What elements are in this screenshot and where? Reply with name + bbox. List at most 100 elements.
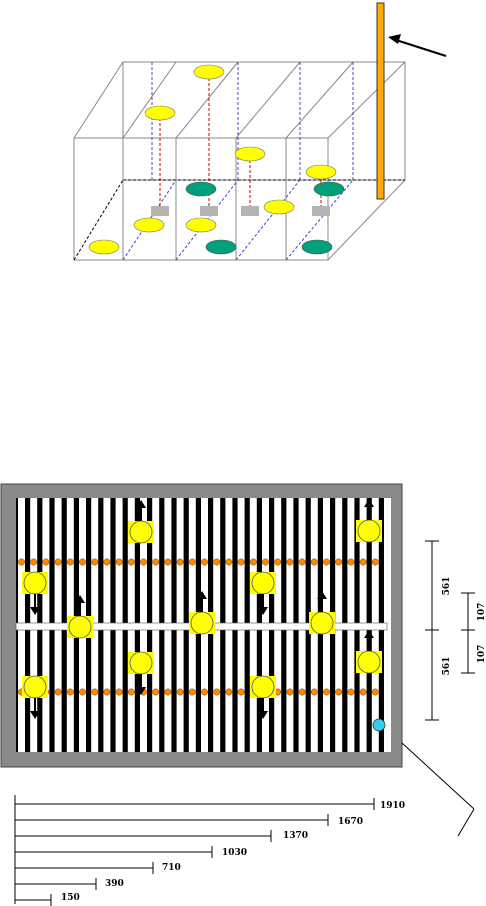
leader-line: [458, 809, 474, 836]
sensor-block: [312, 206, 330, 216]
orange-dot: [128, 689, 134, 695]
orange-dot: [311, 559, 317, 565]
yellow-node: [145, 106, 175, 120]
partition-top: [236, 62, 300, 138]
horizontal-dimensions: [15, 795, 374, 906]
partition-top: [123, 62, 176, 138]
green-node: [302, 240, 332, 254]
hdim-label: 1910: [380, 801, 405, 811]
dim-label-small-upper: 107: [477, 603, 486, 622]
sensor-block: [241, 206, 259, 216]
orange-dot: [372, 559, 378, 565]
orange-dot: [262, 559, 268, 565]
orange-dot: [287, 689, 293, 695]
plan-view: [1, 484, 474, 836]
orange-dot: [79, 559, 85, 565]
yellow-node: [194, 65, 224, 79]
yellow-node: [89, 240, 119, 254]
green-node: [314, 182, 344, 196]
orange-dot: [201, 559, 207, 565]
orange-dot: [360, 689, 366, 695]
cyan-marker: [373, 719, 385, 731]
orange-dot: [226, 559, 232, 565]
orange-dot: [299, 689, 305, 695]
yellow-node: [186, 218, 216, 232]
yellow-node: [134, 218, 164, 232]
orange-dot: [43, 559, 49, 565]
orange-dot: [55, 559, 61, 565]
orange-dot: [250, 559, 256, 565]
sensor-block: [151, 206, 169, 216]
vertical-dimensions: [425, 541, 475, 720]
orange-dot: [214, 559, 220, 565]
yellow-node: [306, 165, 336, 179]
orange-dot: [67, 689, 73, 695]
mover-circle: [69, 616, 91, 638]
hdim-label: 1370: [283, 831, 308, 841]
mover-circle: [358, 651, 380, 673]
mover-circle: [252, 572, 274, 594]
orange-dot: [336, 559, 342, 565]
orange-dot: [299, 559, 305, 565]
orange-dot: [92, 559, 98, 565]
orange-dot: [55, 689, 61, 695]
orange-dot: [189, 689, 195, 695]
vertical-pole: [377, 3, 384, 199]
orange-dot: [67, 559, 73, 565]
dim-label-lower: 561: [442, 657, 452, 676]
orange-dot: [31, 559, 37, 565]
yellow-node: [235, 147, 265, 161]
orange-dot: [214, 689, 220, 695]
orange-dot: [165, 559, 171, 565]
dim-label-small-lower: 107: [477, 645, 486, 664]
orange-dot: [275, 559, 281, 565]
mover-circle: [311, 612, 333, 634]
hdim-label: 710: [162, 863, 181, 873]
orange-dot: [128, 559, 134, 565]
orange-dot: [79, 689, 85, 695]
orange-dot: [372, 689, 378, 695]
yellow-node: [264, 200, 294, 214]
orange-dot: [104, 559, 110, 565]
mover-circle: [130, 521, 152, 543]
hdim-label: 390: [105, 879, 124, 889]
orange-dot: [348, 559, 354, 565]
box-3d: [74, 3, 446, 260]
dim-label-upper: 561: [442, 577, 452, 596]
mover-circle: [24, 676, 46, 698]
green-node: [186, 182, 216, 196]
floor-divider: [236, 180, 300, 260]
orange-dot: [336, 689, 342, 695]
orange-dot: [140, 559, 146, 565]
orange-dot: [201, 689, 207, 695]
orange-dot: [226, 689, 232, 695]
orange-dot: [360, 559, 366, 565]
orange-dot: [323, 689, 329, 695]
orange-dot: [177, 689, 183, 695]
box-back-face: [123, 62, 405, 180]
orange-dot: [165, 689, 171, 695]
hdim-label: 1030: [222, 848, 247, 858]
orange-dot: [287, 559, 293, 565]
orange-dot: [189, 559, 195, 565]
box-edge: [74, 62, 123, 138]
hdim-label: 150: [61, 893, 80, 903]
mover-circle: [130, 652, 152, 674]
partition-top: [286, 62, 353, 138]
orange-dot: [238, 559, 244, 565]
green-node: [206, 240, 236, 254]
orange-dot: [311, 689, 317, 695]
orange-dot: [153, 559, 159, 565]
orange-dot: [348, 689, 354, 695]
orange-dot: [92, 689, 98, 695]
orange-dot: [238, 689, 244, 695]
orange-dot: [153, 689, 159, 695]
orange-dot: [177, 559, 183, 565]
mover-circle: [24, 572, 46, 594]
orange-dot: [104, 689, 110, 695]
mover-circle: [358, 520, 380, 542]
box-edge: [328, 62, 405, 138]
sensor-block: [200, 206, 218, 216]
arrow-icon: [388, 34, 446, 56]
